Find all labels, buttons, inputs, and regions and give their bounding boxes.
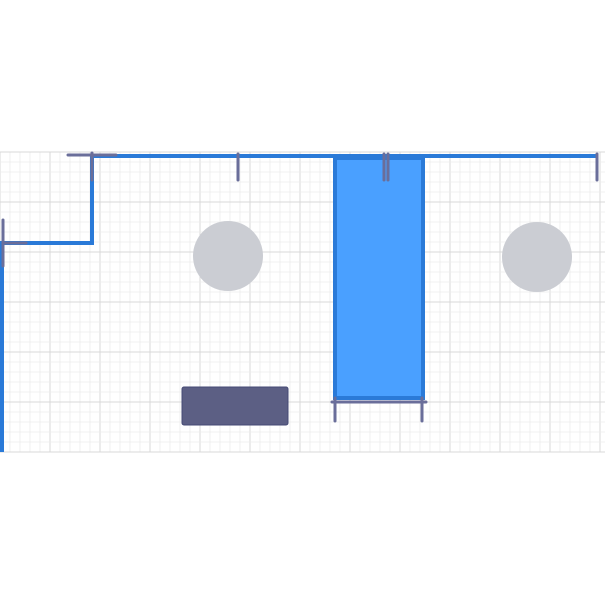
column-right[interactable]: [502, 222, 572, 292]
furniture-block[interactable]: [181, 386, 289, 426]
selected-partition[interactable]: [333, 156, 425, 400]
column-left[interactable]: [193, 221, 263, 291]
wall-handles: [1, 151, 599, 423]
wall-outline[interactable]: [0, 154, 598, 452]
